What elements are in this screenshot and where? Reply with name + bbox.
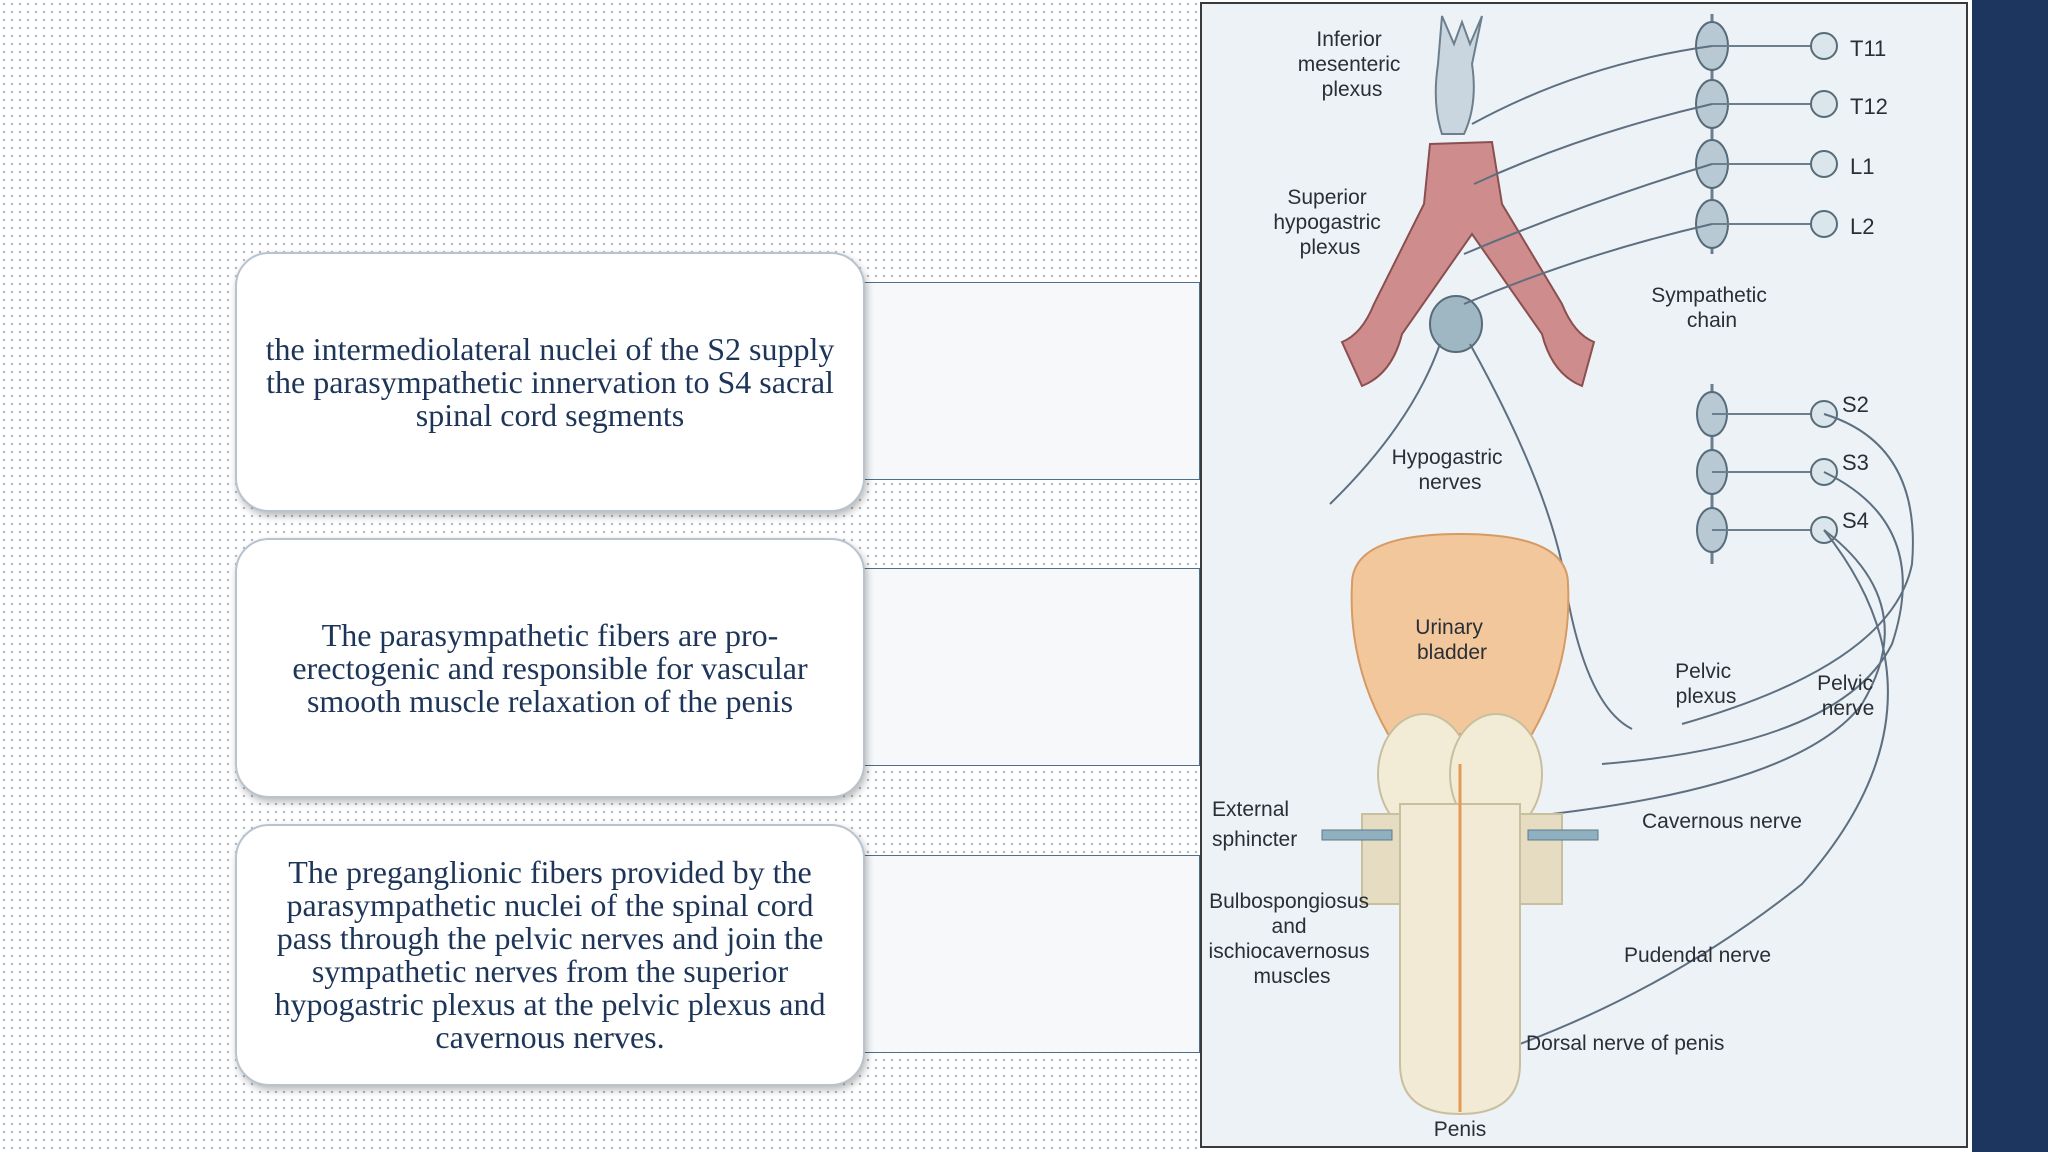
label-bulbospongiosus: Bulbospongiosus and ischiocavernosus mus… <box>1209 890 1376 988</box>
external-sphincter-bar-right <box>1527 829 1599 841</box>
info-card-3: The preganglionic fibers provided by the… <box>235 824 865 1086</box>
aorta-shape <box>1340 140 1596 388</box>
segment-label-t11: T11 <box>1850 36 1886 61</box>
lumbar-splanchnic-nerve <box>1473 103 1713 185</box>
lumbar-splanchnic-nerve <box>1471 45 1713 125</box>
card-connector-2 <box>863 568 1200 766</box>
spinal-segment-node <box>1810 210 1838 238</box>
lumbar-splanchnic-nerve <box>1463 223 1713 305</box>
info-card-text: The preganglionic fibers provided by the… <box>274 854 826 1055</box>
label-hypogastric-nerves: Hypogastric nerves <box>1392 446 1509 494</box>
label-external-sphincter: External sphincter <box>1212 798 1297 851</box>
label-inferior-mesenteric: Inferior mesenteric plexus <box>1298 28 1407 101</box>
pelvic-nerve <box>1681 413 1914 725</box>
label-dorsal-nerve: Dorsal nerve of penis <box>1526 1032 1724 1055</box>
label-penis: Penis <box>1434 1118 1487 1141</box>
pudendal-nerve-path <box>1461 529 1889 1065</box>
info-card-text: the intermediolateral nuclei of the S2 s… <box>265 330 835 433</box>
label-pelvic-plexus: Pelvic plexus <box>1675 660 1737 708</box>
external-sphincter-bar-left <box>1321 829 1393 841</box>
lumbar-splanchnic-nerve <box>1463 163 1713 255</box>
label-pudendal-nerve: Pudendal nerve <box>1624 944 1771 967</box>
info-card-2: The parasympathetic fibers are pro-erect… <box>235 538 865 798</box>
label-urinary-bladder: Urinary bladder <box>1415 616 1489 664</box>
segment-label-s2: S2 <box>1842 392 1869 417</box>
spinal-segment-node <box>1810 90 1838 118</box>
superior-hypogastric-plexus-shape <box>1429 295 1483 353</box>
accent-sidebar <box>1972 0 2048 1152</box>
spinal-segment-node <box>1810 150 1838 178</box>
segment-label-l2: L2 <box>1850 214 1874 239</box>
anatomy-diagram: T11 T12 L1 L2 S2 S3 S4 <box>1200 2 1968 1148</box>
pelvic-nerve <box>1601 471 1904 765</box>
label-sympathetic-chain: Sympathetic chain <box>1651 284 1772 332</box>
info-card-1: the intermediolateral nuclei of the S2 s… <box>235 252 865 512</box>
segment-label-s4: S4 <box>1842 508 1869 533</box>
urinary-bladder-shape <box>1350 532 1570 735</box>
pelvic-nerve <box>1551 529 1886 815</box>
card-connector-1 <box>863 282 1200 480</box>
hypogastric-nerve-left <box>1329 343 1441 505</box>
spinal-segment-node <box>1810 32 1838 60</box>
label-cavernous-nerve: Cavernous nerve <box>1642 810 1802 833</box>
segment-label-l1: L1 <box>1850 154 1874 179</box>
segment-label-s3: S3 <box>1842 450 1869 475</box>
inferior-mesenteric-plexus-shape <box>1434 15 1483 135</box>
segment-label-t12: T12 <box>1850 94 1888 119</box>
info-card-text: The parasympathetic fibers are pro-erect… <box>292 616 808 719</box>
label-superior-hypogastric: Superior hypogastric plexus <box>1273 186 1386 259</box>
label-pelvic-nerve: Pelvic nerve <box>1817 672 1879 720</box>
card-connector-3 <box>863 855 1200 1053</box>
nerve-diagram-svg: T11 T12 L1 L2 S2 S3 S4 <box>1209 14 1914 1141</box>
